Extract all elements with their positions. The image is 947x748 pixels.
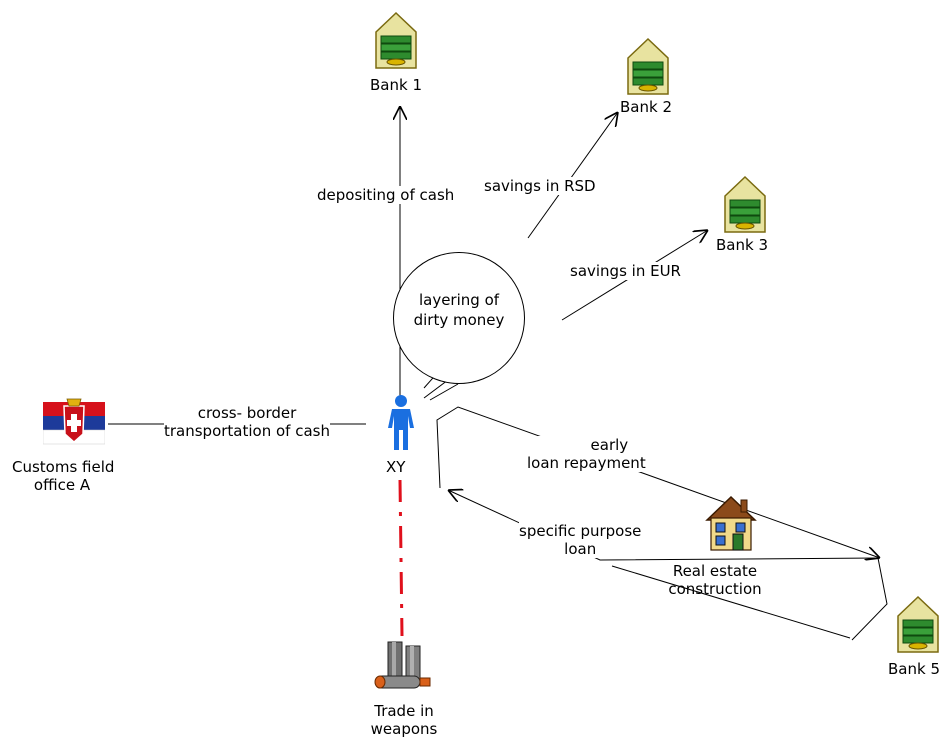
customs-line-1: Customs field: [12, 458, 115, 476]
weapons-line-1: Trade in: [374, 702, 434, 720]
customs-line-2: office A: [33, 476, 91, 494]
edge-xy-circle-2: [423, 379, 449, 399]
label-savings-rsd: savings in RSD: [484, 177, 596, 195]
label-early-line-1: early: [590, 436, 629, 454]
customs-label: Customs field office A: [12, 458, 115, 494]
weapons-icon[interactable]: [372, 638, 436, 694]
edge-xy-circle-3: [429, 383, 459, 401]
layering-circle[interactable]: [393, 252, 525, 384]
label-crossborder-line-2: transportation of cash: [164, 422, 330, 440]
realestate-line-1: Real estate: [672, 562, 758, 580]
layering-line-1: layering of: [418, 291, 500, 309]
label-savings-eur: savings in EUR: [570, 262, 681, 280]
realestate-label: Real estate construction: [655, 562, 775, 598]
bank-2-label: Bank 2: [620, 98, 672, 116]
realestate-line-2: construction: [668, 580, 762, 598]
label-early-loan: early loan repayment: [527, 436, 646, 472]
layering-line-2: dirty money: [413, 311, 505, 329]
edge-weapons[interactable]: [398, 479, 404, 637]
person-icon[interactable]: [384, 394, 418, 452]
bank-3-label: Bank 3: [716, 236, 768, 254]
person-label: XY: [386, 458, 406, 476]
label-crossborder: cross- border transportation of cash: [164, 404, 330, 440]
bank-3-icon[interactable]: [722, 174, 768, 236]
label-depositing: depositing of cash: [317, 186, 455, 204]
bank-2-icon[interactable]: [625, 36, 671, 98]
edge-real-estate: [611, 565, 851, 639]
label-early-line-2: loan repayment: [527, 454, 646, 472]
bank-5-icon[interactable]: [895, 594, 941, 656]
weapons-label: Trade in weapons: [356, 702, 452, 738]
label-specific-line-2: loan: [564, 540, 597, 558]
edge-savings-rsd[interactable]: [527, 112, 618, 239]
bank-5-label: Bank 5: [888, 660, 940, 678]
serbian-flag-icon[interactable]: [43, 396, 105, 446]
bank-1-icon[interactable]: [373, 10, 419, 72]
layering-label: layering of dirty money: [393, 290, 525, 330]
label-crossborder-line-1: cross- border: [197, 404, 297, 422]
bank-1-label: Bank 1: [370, 76, 422, 94]
weapons-line-2: weapons: [370, 720, 438, 738]
house-icon[interactable]: [703, 494, 759, 552]
edge-early-loan-repayment[interactable]: [436, 406, 880, 558]
label-specific-line-1: specific purpose: [519, 522, 642, 540]
label-specific-loan: specific purpose loan: [519, 522, 642, 558]
